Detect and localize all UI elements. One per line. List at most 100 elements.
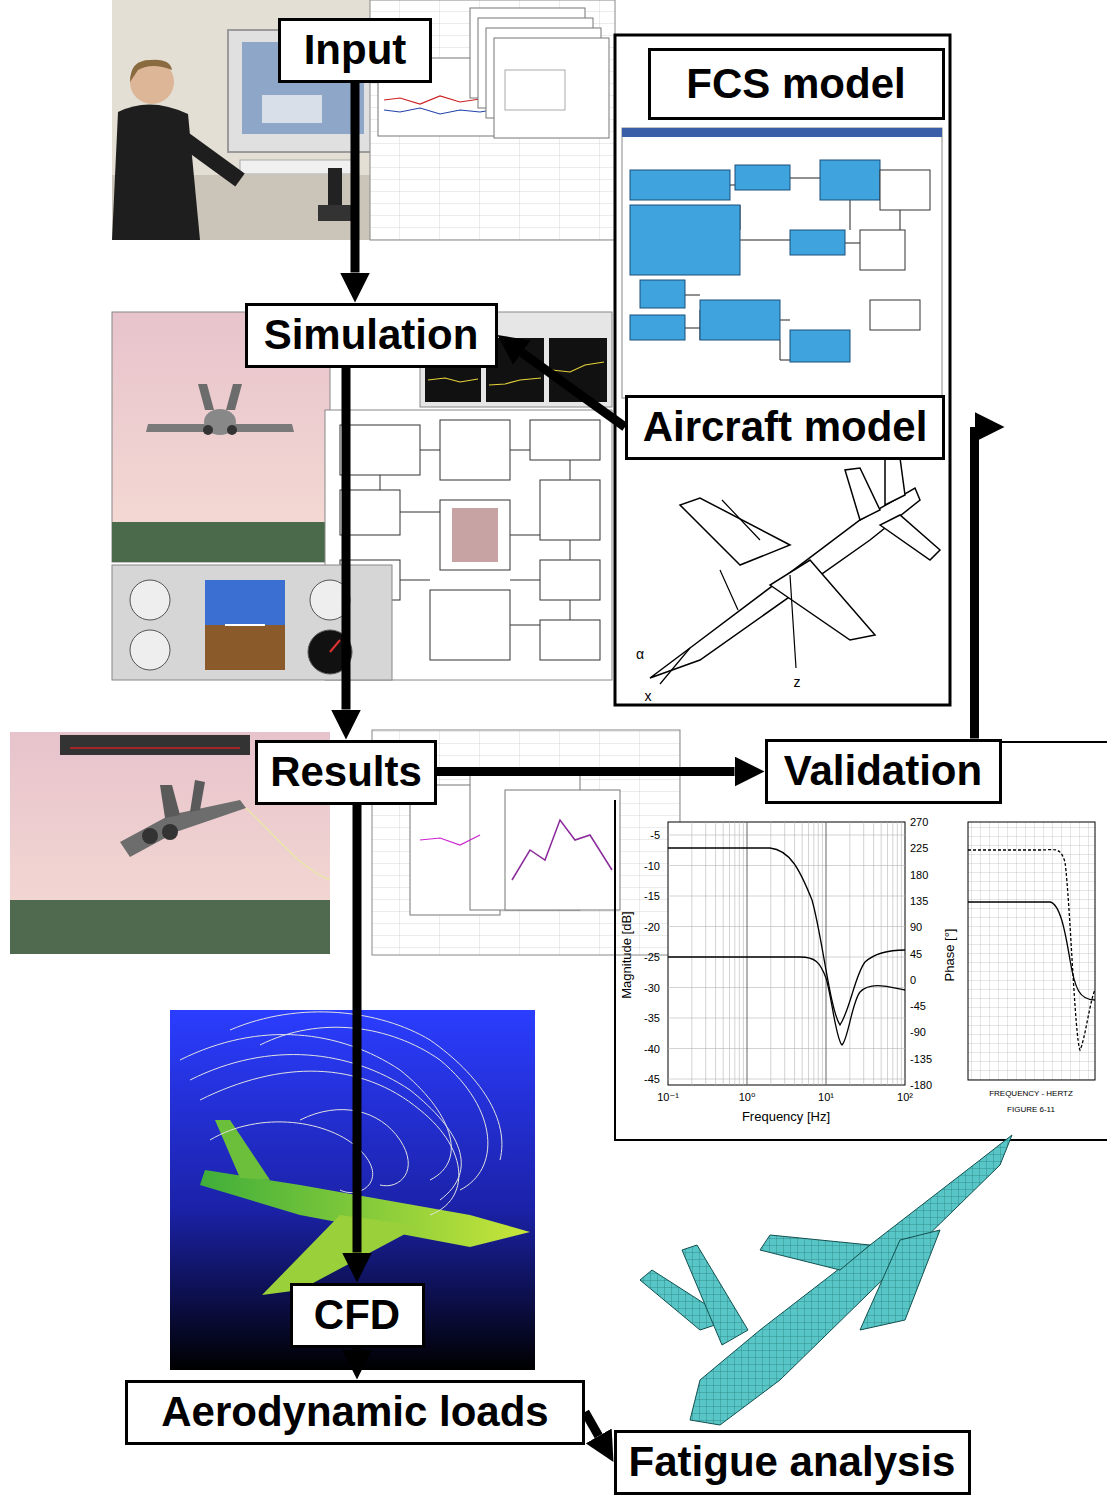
process-box: Input xyxy=(278,18,432,83)
ground xyxy=(10,900,330,954)
plot-grid xyxy=(668,822,905,1085)
axis-tick: 270 xyxy=(910,816,928,828)
plot-grid-major xyxy=(747,822,826,1085)
intake xyxy=(227,425,237,435)
process-box: Results xyxy=(255,740,437,805)
process-box: FCS model xyxy=(648,48,945,120)
fcs-window xyxy=(622,128,942,398)
bode-plot xyxy=(668,822,905,1085)
process-box: Fatigue analysis xyxy=(614,1430,971,1495)
screen-window xyxy=(262,95,322,123)
simulink-block xyxy=(640,280,685,308)
aircraft-body xyxy=(204,409,236,435)
simulink-block xyxy=(700,300,780,340)
simulink-block xyxy=(440,420,510,480)
joystick-base xyxy=(318,205,354,221)
chart-trace xyxy=(420,835,480,845)
box-label: Simulation xyxy=(264,312,479,358)
axis-tick: -45 xyxy=(910,1000,926,1012)
axis-title: Magnitude [dB] xyxy=(620,911,634,998)
engine-nozzle xyxy=(142,828,158,844)
simulink-block xyxy=(790,330,850,362)
attitude-sky xyxy=(205,580,285,625)
joystick xyxy=(328,168,342,210)
box-label: FCS model xyxy=(686,61,905,107)
flow-arrow xyxy=(353,805,362,1253)
playback-track xyxy=(70,747,240,749)
axis-tick: -35 xyxy=(644,1012,660,1024)
axis-tick: -10 xyxy=(644,859,660,871)
axis-tick: -180 xyxy=(910,1079,932,1091)
flow-arrow xyxy=(522,353,625,427)
axis-label: z xyxy=(794,675,801,690)
aircraft-tails xyxy=(198,384,242,410)
axis-tick: 135 xyxy=(910,895,928,907)
axis-tick: 225 xyxy=(910,842,928,854)
axis-title: FREQUENCY - HERTZ xyxy=(989,1090,1073,1099)
axis-tick: 45 xyxy=(910,947,922,959)
aircraft-tails xyxy=(160,780,205,818)
cfd-tail xyxy=(215,1120,270,1180)
flow-arrow xyxy=(353,1348,362,1350)
process-box: Validation xyxy=(765,739,1002,804)
axis-tick: 10⁰ xyxy=(739,1091,756,1103)
simulink-block xyxy=(540,560,600,600)
horizontal-stabilizer xyxy=(880,515,940,560)
aircraft-wing xyxy=(680,498,790,565)
process-box: CFD xyxy=(290,1283,425,1348)
engine-nozzle xyxy=(162,824,178,840)
simulink-block xyxy=(630,170,730,200)
gauge-needle xyxy=(330,640,340,652)
simulink-block xyxy=(630,205,740,275)
box-label: Validation xyxy=(784,748,982,794)
simulink-block xyxy=(880,170,930,210)
person-hair xyxy=(130,60,172,82)
axis-title: Phase [°] xyxy=(943,929,957,982)
simulink-block xyxy=(340,425,420,475)
person-arm xyxy=(185,140,240,180)
aircraft-wing xyxy=(770,560,875,640)
intake xyxy=(203,425,213,435)
simulink-block xyxy=(430,590,510,660)
flow-arrow xyxy=(351,83,360,273)
chart-window xyxy=(505,790,620,910)
simulink-block xyxy=(870,300,920,330)
reference-curve xyxy=(968,902,1095,1000)
phase-curve xyxy=(668,848,905,1025)
axis-tick: -135 xyxy=(910,1053,932,1065)
simulink-block xyxy=(630,315,685,340)
box-label: Aerodynamic loads xyxy=(161,1389,548,1435)
simulink-block xyxy=(735,165,790,190)
flow-arrow xyxy=(970,427,979,739)
axis-title: Frequency [Hz] xyxy=(742,1110,830,1124)
person-body xyxy=(112,104,200,240)
streamlines xyxy=(180,1012,502,1215)
box-label: Results xyxy=(270,749,422,795)
model-frame xyxy=(615,35,950,705)
simulink-block xyxy=(820,160,880,200)
reference-curve xyxy=(968,850,1095,1050)
axis-label: x xyxy=(645,689,652,704)
axis-tick: 180 xyxy=(910,869,928,881)
axis-label: α xyxy=(636,647,644,662)
fem-tail xyxy=(682,1245,748,1345)
simulink-block xyxy=(440,500,510,570)
axis-tick: 90 xyxy=(910,921,922,933)
fem-wing xyxy=(860,1230,940,1330)
playback-bar xyxy=(60,735,250,755)
stacked-window xyxy=(494,38,609,138)
magnitude-curve xyxy=(668,957,905,1045)
flow-arrow xyxy=(437,767,735,776)
attitude-horizon xyxy=(225,624,265,626)
chart-trace xyxy=(384,108,492,114)
simulink-block xyxy=(540,620,600,660)
simulink-block xyxy=(540,480,600,540)
vertical-tail xyxy=(885,458,905,505)
aircraft-fuselage xyxy=(650,488,920,678)
axis-tick: -45 xyxy=(644,1073,660,1085)
aircraft-thumbnail xyxy=(452,508,498,562)
flow-arrow xyxy=(342,368,351,710)
process-box: Aerodynamic loads xyxy=(125,1380,585,1445)
axis-tick: -40 xyxy=(644,1042,660,1054)
